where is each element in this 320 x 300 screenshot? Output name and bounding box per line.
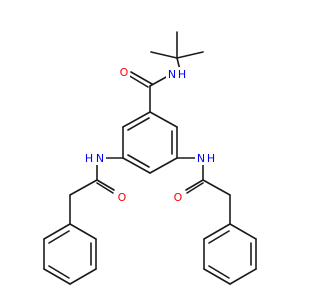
structure-canvas: O N H H N O N H O	[43, 31, 257, 285]
bond	[69, 179, 98, 196]
bond	[176, 51, 204, 59]
bond	[203, 268, 231, 285]
bond	[127, 117, 150, 131]
bond	[185, 179, 204, 191]
bond	[208, 265, 230, 279]
bond	[229, 268, 257, 285]
bond	[43, 223, 71, 240]
atom-h-left-nh: H	[85, 152, 93, 165]
bond	[43, 268, 71, 285]
molecule-diagram: O N H H N O N H O	[43, 31, 257, 285]
bond	[149, 157, 178, 174]
bond	[208, 230, 230, 244]
atom-labels: O N H H N O N H O	[84, 65, 216, 204]
atom-h-right-nh: H	[207, 152, 215, 165]
bonds	[43, 31, 257, 285]
bond	[122, 111, 151, 128]
bond	[186, 182, 204, 194]
bond	[149, 75, 169, 87]
atom-n-right: N	[197, 152, 205, 165]
atom-o-left: O	[118, 191, 127, 204]
atom-o-right: O	[174, 191, 183, 204]
bond	[130, 71, 153, 85]
bond	[48, 230, 70, 244]
bond	[122, 157, 151, 174]
bond	[69, 223, 97, 240]
bond	[96, 179, 115, 191]
bond	[150, 51, 178, 59]
atom-n-left: N	[96, 152, 104, 165]
atom-o-carbonyl-top: O	[120, 66, 129, 79]
bond	[48, 265, 70, 279]
bond	[203, 223, 231, 240]
bond	[96, 182, 114, 194]
bond	[69, 268, 97, 285]
bond	[127, 154, 150, 168]
bond	[149, 111, 178, 128]
bond	[202, 179, 231, 196]
atom-n-amide-top: N	[168, 68, 176, 81]
atom-h-amide-top: H	[178, 68, 186, 81]
bond	[229, 223, 257, 240]
bond	[127, 74, 149, 88]
